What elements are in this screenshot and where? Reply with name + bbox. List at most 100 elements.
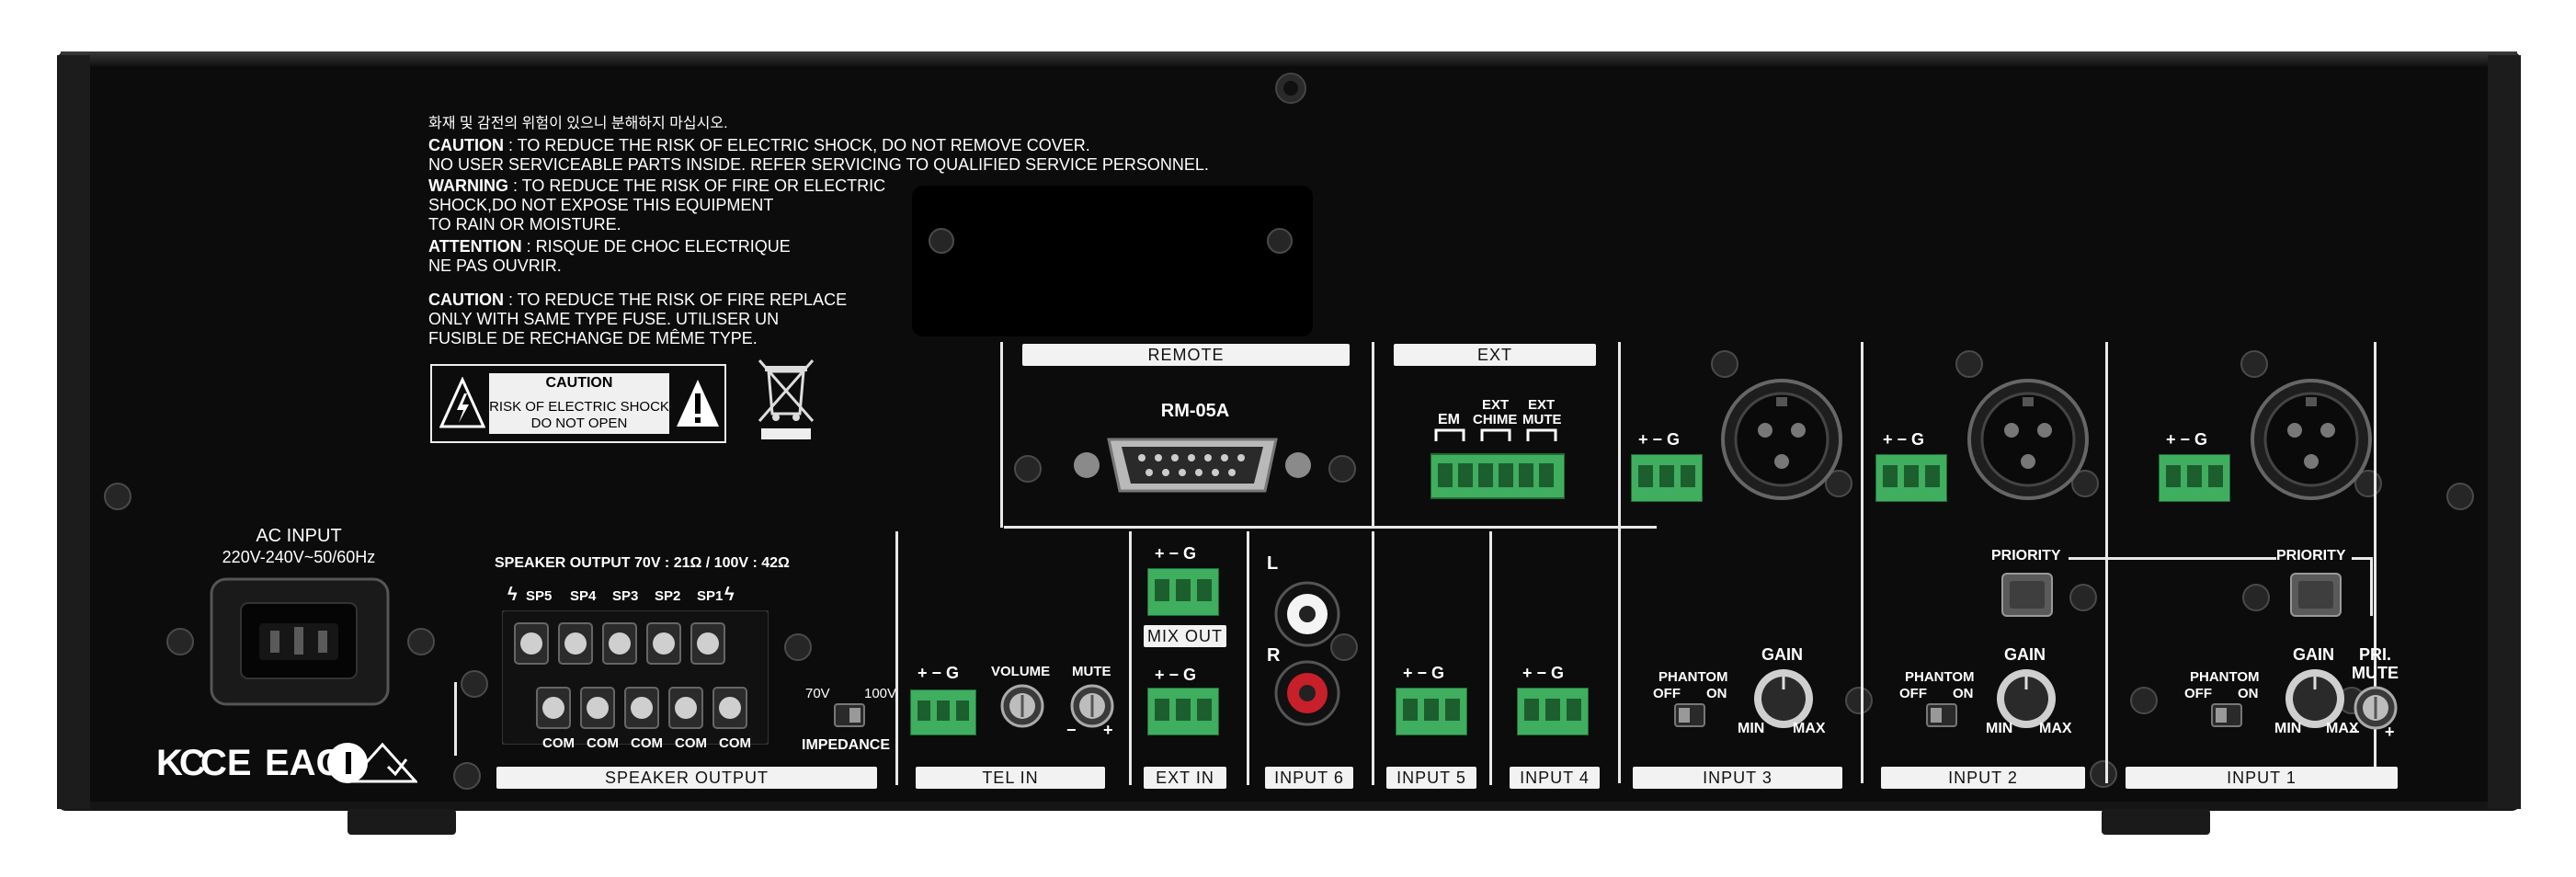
screw [1283,81,1298,96]
input2-phantom-switch[interactable] [1925,699,1958,732]
speaker-com: COM [631,735,663,751]
caution-box-line1: RISK OF ELECTRIC SHOCK [489,399,669,415]
warning-line3: TO RAIN OR MOISTURE. [428,215,621,233]
screw [1328,455,1356,483]
input5-label: INPUT 5 [1386,767,1476,789]
ext-mute-bottom: MUTE [1522,412,1562,427]
screw [2090,760,2117,788]
divider [2105,342,2108,783]
remote-model: RM-05A [1160,401,1230,421]
input3-on: ON [1706,686,1727,701]
tel-in-mute-knob[interactable] [1070,684,1114,728]
speaker-output-label: SPEAKER OUTPUT [496,767,877,789]
speaker-output-header: SPEAKER OUTPUT 70V : 21Ω / 100V : 42Ω [495,555,790,571]
input1-terminal[interactable] [2159,454,2230,502]
input3-max: MAX [1793,721,1826,736]
warning-text: WARNING : TO REDUCE THE RISK OF FIRE OR … [428,177,885,234]
caution2-line3: FUSIBLE DE RECHANGE DE MÊME TYPE. [428,329,758,347]
input1-pri-bottom: MUTE [2352,664,2399,682]
ext-mute-top: EXT [1528,397,1556,413]
remote-label: REMOTE [1022,344,1350,366]
input1-off: OFF [2184,686,2212,701]
tel-in-pins: + − G [918,664,960,682]
input2-priority-button[interactable] [2000,572,2054,618]
ext-in-label: EXT IN [1144,767,1226,789]
input3-gain-knob[interactable] [1752,667,1815,730]
speaker-com: COM [587,735,619,751]
input5-terminal[interactable] [1396,688,1467,735]
ext-label: EXT [1394,344,1596,366]
input1-on: ON [2238,686,2259,701]
caution-box-title: CAUTION [545,375,613,391]
foot-right [2102,809,2210,835]
input4-label: INPUT 4 [1510,767,1600,789]
screw [784,633,812,661]
tel-in-volume-knob[interactable] [1000,684,1044,728]
mix-out-pins: + − G [1155,544,1197,563]
screw [1330,633,1358,661]
mix-out-label: MIX OUT [1144,625,1226,647]
warning-label: WARNING [428,177,508,195]
ext-terminal[interactable] [1430,428,1565,500]
lightning-warning-icon [439,377,485,428]
divider [895,531,898,785]
input1-priority-button[interactable] [2289,572,2342,618]
attention-line1: : RISQUE DE CHOC ELECTRIQUE [521,237,791,256]
speaker-tap-sp4: SP4 [570,588,597,604]
input1-pri-mute-knob[interactable] [2354,686,2398,730]
input3-off: OFF [1653,686,1681,701]
input2-xlr-jack[interactable] [1966,377,2091,502]
tel-in-terminal[interactable] [910,689,976,735]
caution2-label: CAUTION [428,290,504,309]
input3-gain: GAIN [1761,645,1803,664]
input6-rca-right[interactable] [1272,658,1342,728]
screw [2446,483,2474,510]
screw [2242,584,2270,611]
screw [1267,228,1293,254]
input1-minus: − [2350,723,2360,741]
ext-em: EM [1438,412,1460,427]
caution-box-inner: CAUTION RISK OF ELECTRIC SHOCK DO NOT OP… [489,373,669,434]
weee-bin-icon [758,359,815,439]
caution2-line1: : TO REDUCE THE RISK OF FIRE REPLACE [504,290,848,309]
iec-power-inlet[interactable] [210,577,390,706]
screw [2071,470,2099,497]
caution-box: CAUTION RISK OF ELECTRIC SHOCK DO NOT OP… [430,364,726,443]
speaker-tap-sp2: SP2 [655,588,681,604]
input3-terminal[interactable] [1631,454,1703,502]
speaker-com: COM [719,735,751,751]
certification-logos-icon [327,742,417,783]
input3-pins: + − G [1638,430,1681,449]
impedance-switch[interactable] [833,699,866,732]
screw [1825,470,1852,497]
input1-phantom-switch[interactable] [2210,699,2243,732]
input1-gain-knob[interactable] [2284,667,2346,730]
input6-rca-left[interactable] [1272,579,1342,649]
screw [104,483,131,510]
input4-terminal[interactable] [1517,688,1589,735]
attention-text: ATTENTION : RISQUE DE CHOC ELECTRIQUE NE… [428,237,791,276]
speaker-tap-sp5: SP5 [526,588,553,604]
input2-label: INPUT 2 [1881,767,2085,789]
caution2: CAUTION : TO REDUCE THE RISK OF FIRE REP… [428,290,847,348]
ac-input-title: AC INPUT [256,526,342,546]
speaker-tap-sp3: SP3 [612,588,639,604]
speaker-terminal-block[interactable] [502,610,769,745]
ext-in-terminal[interactable] [1147,688,1219,735]
input1-pri-top: PRI. [2359,645,2392,664]
input3-phantom-switch[interactable] [1673,699,1706,732]
remote-dsub-connector[interactable] [1070,432,1315,498]
input2-terminal[interactable] [1875,454,1947,502]
input3-xlr-jack[interactable] [1719,377,1844,502]
screw [1955,350,1983,378]
input2-gain-knob[interactable] [1995,667,2057,730]
input1-xlr-jack[interactable] [2249,377,2374,502]
mix-out-terminal[interactable] [1147,568,1219,616]
impedance-100v: 100V [864,686,897,701]
impedance-70v: 70V [805,686,830,701]
caution-box-line2: DO NOT OPEN [530,416,628,431]
chassis-top-lip [61,51,2517,66]
input2-pins: + − G [1883,430,1925,449]
